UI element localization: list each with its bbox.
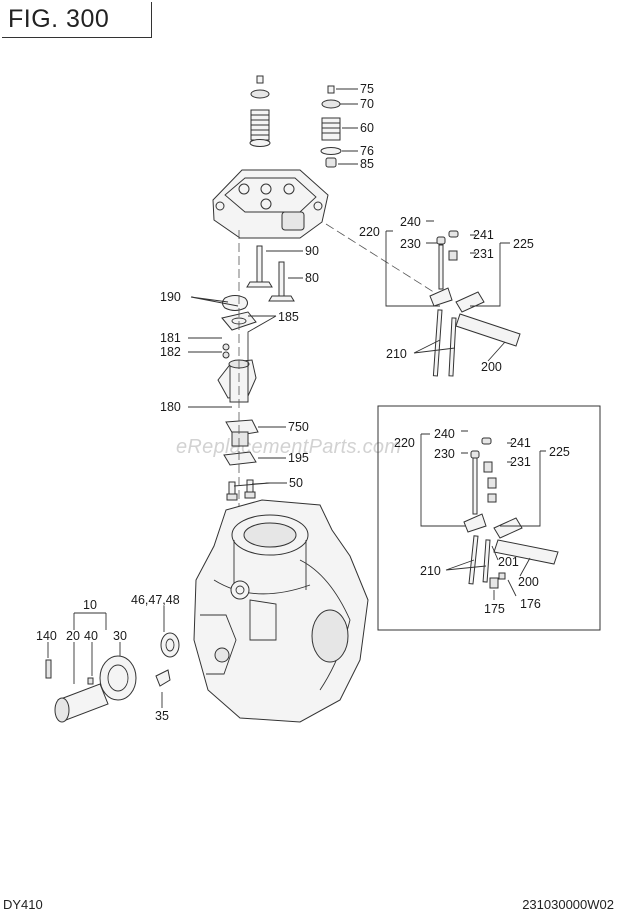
label-lower-220: 220: [394, 436, 415, 450]
label-70: 70: [360, 97, 374, 111]
label-90: 90: [305, 244, 319, 258]
leader-camshaft: [47, 612, 121, 684]
label-181: 181: [160, 331, 181, 345]
label-lower-175: 175: [484, 602, 505, 616]
leader-200-upper: [487, 341, 506, 362]
centerline-rocker: [325, 223, 441, 297]
label-76: 76: [360, 144, 374, 158]
intake-manifold: [217, 343, 257, 403]
label-upper-240: 240: [400, 215, 421, 229]
insulator-750: [225, 419, 259, 447]
label-lower-240: 240: [434, 427, 455, 441]
rocker-assembly-lower: [463, 437, 559, 589]
label-75: 75: [360, 82, 374, 96]
label-190: 190: [160, 290, 181, 304]
valve-spring-stack-right: [320, 85, 342, 168]
label-upper-220: 220: [359, 225, 380, 239]
stud-bolts-50: [226, 479, 256, 501]
label-upper-210: 210: [386, 347, 407, 361]
variant-box: [377, 405, 601, 631]
label-195: 195: [288, 451, 309, 465]
label-upper-241: 241: [473, 228, 494, 242]
label-140: 140: [36, 629, 57, 643]
valve-exhaust: [246, 245, 273, 288]
label-180: 180: [160, 400, 181, 414]
label-lower-201: 201: [498, 555, 519, 569]
label-lower-176: 176: [520, 597, 541, 611]
leaders-spring: [336, 88, 358, 165]
label-46-47-48: 46,47,48: [131, 593, 180, 607]
label-750: 750: [288, 420, 309, 434]
label-185: 185: [278, 310, 299, 324]
label-upper-231: 231: [473, 247, 494, 261]
leader-175-176: [493, 579, 517, 600]
figure-title: FIG. 300: [8, 5, 110, 33]
label-35: 35: [155, 709, 169, 723]
leaders-valves: [266, 250, 303, 279]
label-30: 30: [113, 629, 127, 643]
leader-201-200-lower: [491, 545, 531, 577]
valve-intake: [268, 261, 295, 302]
rocker-assembly-upper: [429, 230, 521, 377]
leader-185: [247, 315, 277, 370]
camshaft-assembly: [45, 632, 180, 723]
leader-50: [233, 482, 287, 487]
leader-rocker-upper: [385, 220, 510, 307]
leader-46-35: [161, 606, 165, 708]
figure-title-box: [2, 2, 152, 38]
label-lower-200: 200: [518, 575, 539, 589]
label-upper-200: 200: [481, 360, 502, 374]
label-40: 40: [84, 629, 98, 643]
label-lower-225: 225: [549, 445, 570, 459]
label-upper-230: 230: [400, 237, 421, 251]
crankcase: [193, 499, 369, 723]
label-lower-231: 231: [510, 455, 531, 469]
label-upper-225: 225: [513, 237, 534, 251]
footer-model: DY410: [3, 897, 43, 912]
leader-rocker-lower: [420, 430, 546, 527]
leader-210-lower: [445, 559, 487, 571]
label-60: 60: [360, 121, 374, 135]
label-85: 85: [360, 157, 374, 171]
label-lower-241: 241: [510, 436, 531, 450]
label-10: 10: [83, 598, 97, 612]
valve-spring-stack-left: [249, 75, 271, 147]
label-20: 20: [66, 629, 80, 643]
footer-code: 231030000W02: [522, 897, 614, 912]
leader-210-upper: [413, 339, 456, 354]
gasket-190: [222, 295, 248, 311]
label-lower-210: 210: [420, 564, 441, 578]
label-50: 50: [289, 476, 303, 490]
label-182: 182: [160, 345, 181, 359]
label-lower-230: 230: [434, 447, 455, 461]
part-labels: 75 70 60 76 85 90 80 190 185 181 182 180…: [36, 82, 570, 723]
leader-750-195: [258, 426, 286, 459]
cylinder-head: [212, 169, 329, 239]
leader-181-182: [188, 337, 222, 353]
gasket-195: [223, 451, 257, 466]
leader-190: [190, 296, 239, 307]
label-80: 80: [305, 271, 319, 285]
